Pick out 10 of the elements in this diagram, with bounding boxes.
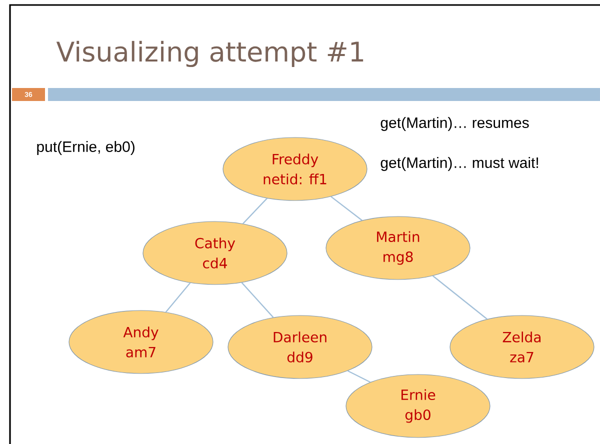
tree-edge (347, 370, 371, 383)
tree-edge (432, 275, 488, 320)
tree-edge (330, 196, 362, 221)
title: Visualizing attempt #1 (56, 40, 364, 68)
tree-edge (165, 282, 191, 313)
tree-edge (242, 198, 268, 224)
tree-edge (241, 282, 274, 318)
note-text: get(Martin)… must wait! (380, 157, 538, 171)
note-text: put(Ernie, eb0) (37, 141, 134, 155)
note-text: get(Martin)… resumes (380, 117, 529, 131)
